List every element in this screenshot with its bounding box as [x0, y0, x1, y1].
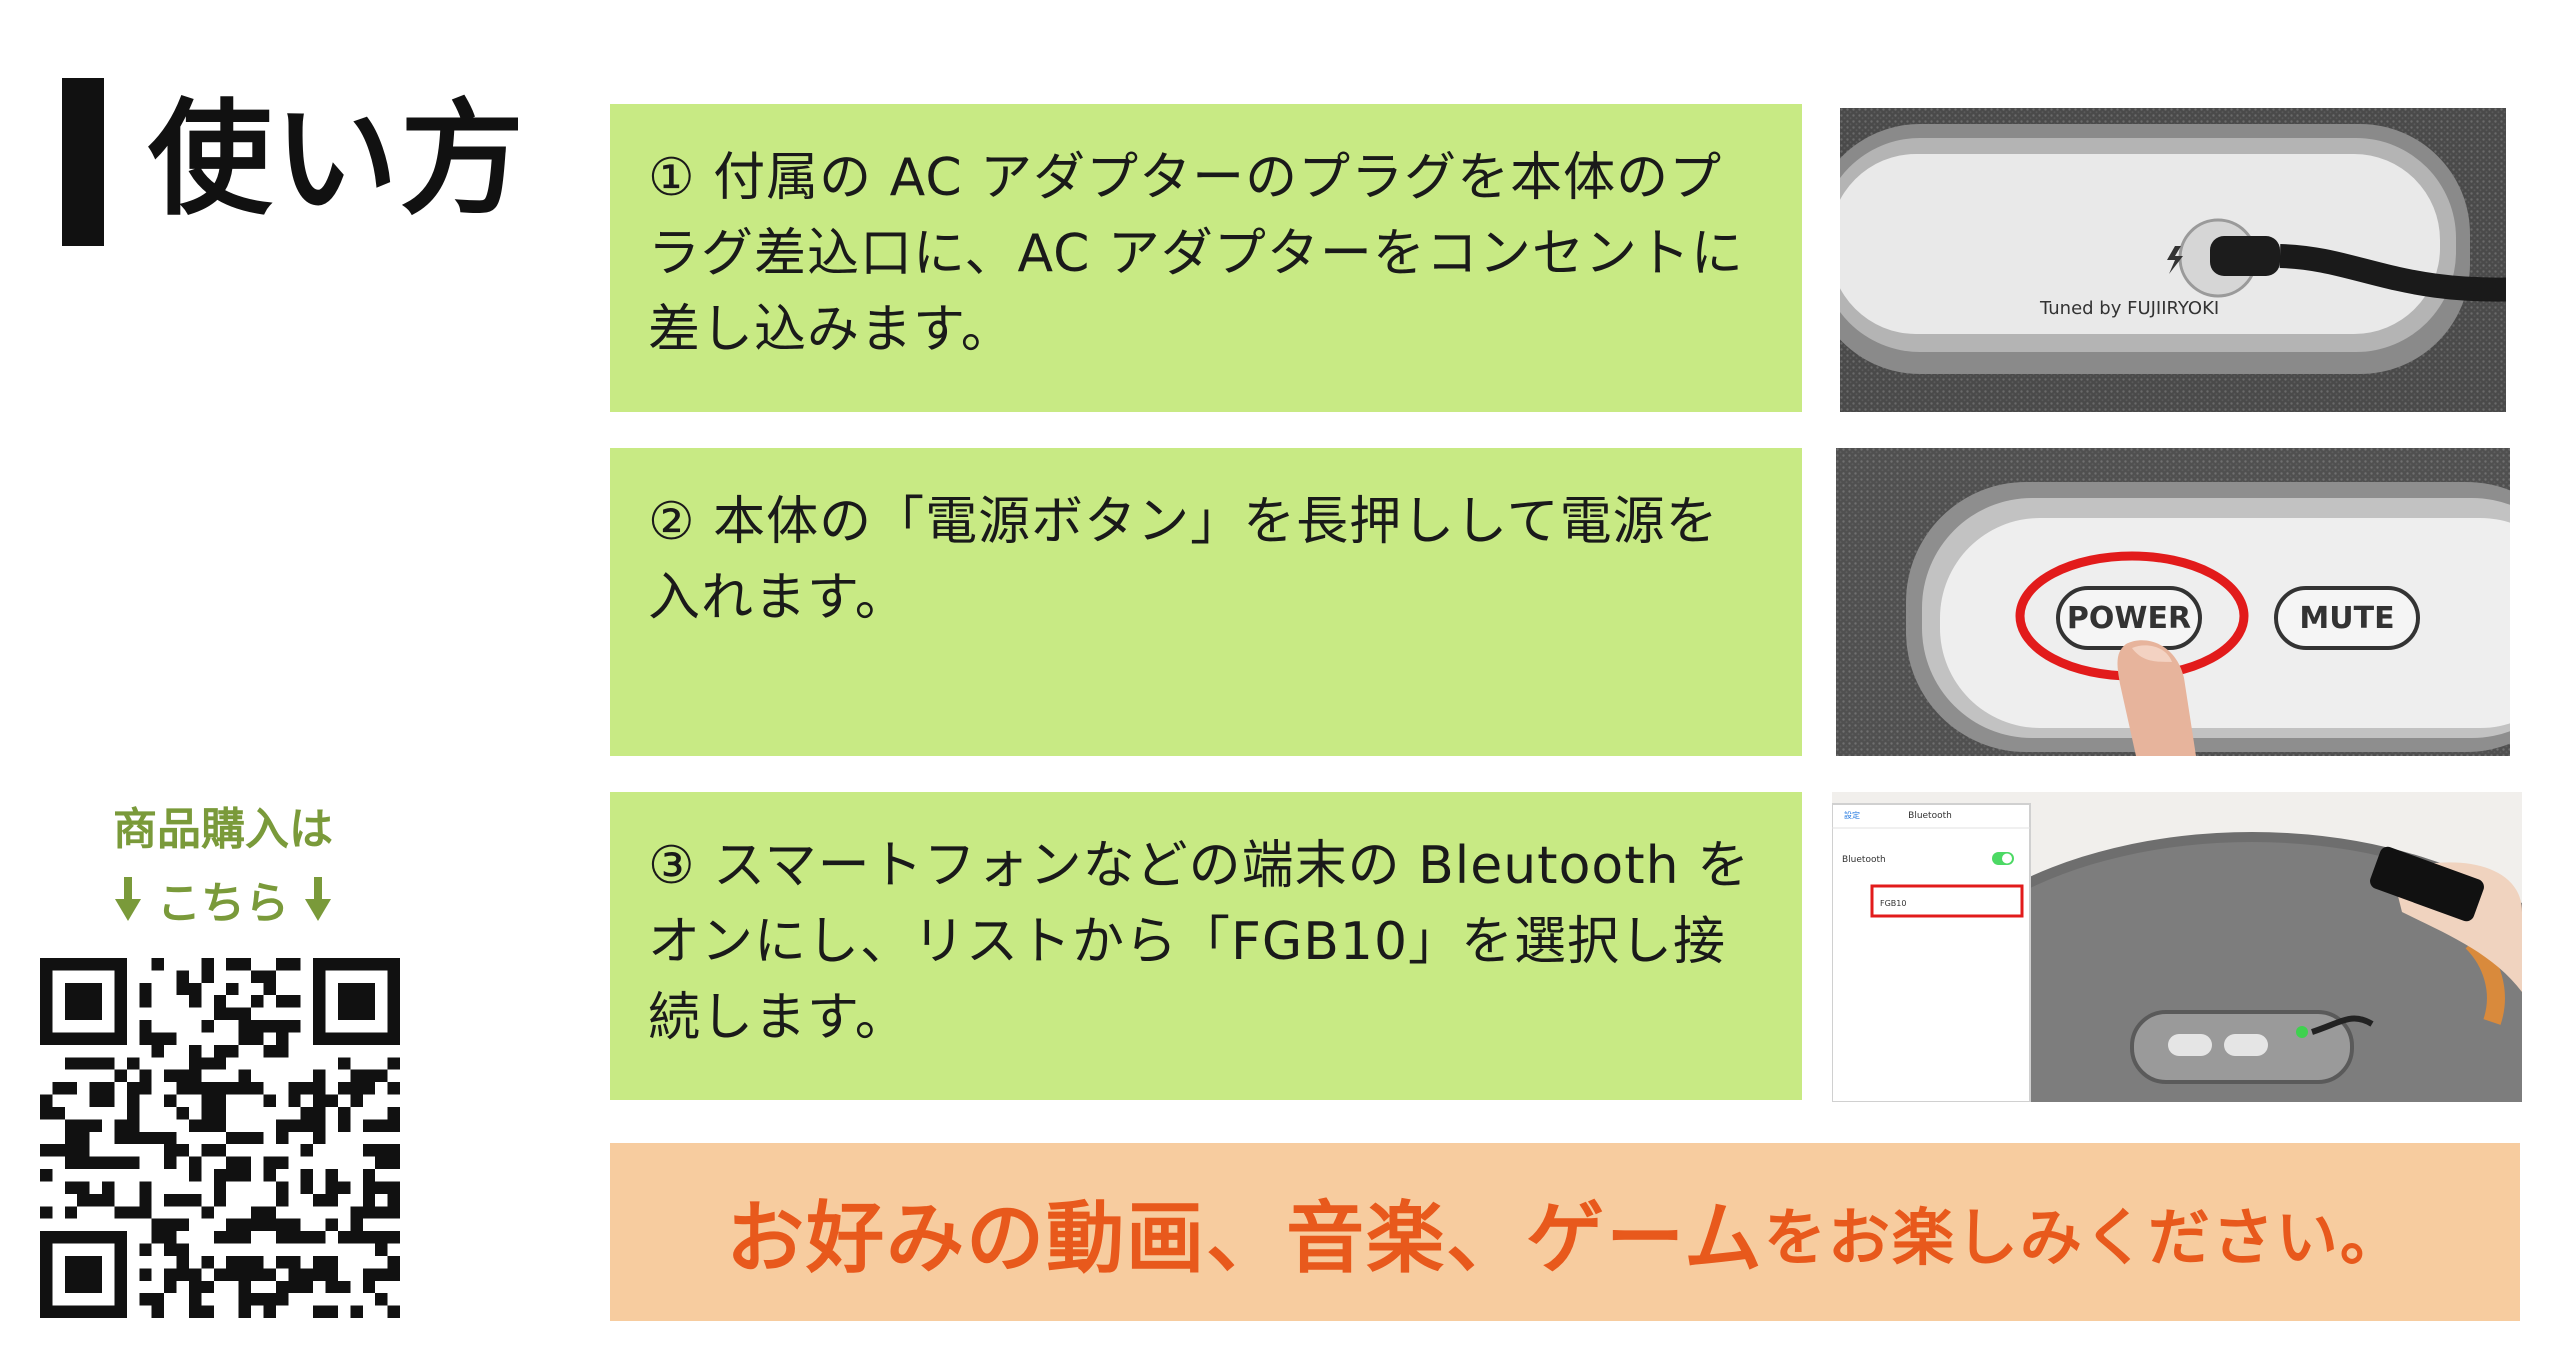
closing-banner: お好みの動画、音楽、ゲームをお楽しみください。	[610, 1143, 2520, 1321]
step-3-text: ③ スマートフォンなどの端末の Bleutooth をオンにし、リストから「FG…	[648, 836, 1751, 1048]
step-3-photo: Bluetooth 設定 Bluetooth FGB10	[1832, 792, 2522, 1102]
adapter-port-illustration: Tuned by FUJIIRYOKI	[1840, 108, 2506, 412]
bluetooth-pairing-illustration: Bluetooth 設定 Bluetooth FGB10	[1832, 792, 2522, 1102]
mute-label: MUTE	[2299, 601, 2394, 636]
step-1-text: ① 付属の AC アダプターのプラグを本体のプラグ差込口に、AC アダプターをコ…	[648, 148, 1744, 360]
purchase-label: 商品購入は	[113, 804, 333, 855]
step-2-text: ② 本体の「電源ボタン」を長押しして電源を入れます。	[648, 492, 1719, 628]
banner-strong-text: お好みの動画、音楽、ゲーム	[726, 1194, 1764, 1284]
phone-bluetooth-row: Bluetooth	[1842, 855, 1886, 865]
step-1-photo: Tuned by FUJIIRYOKI	[1840, 108, 2506, 412]
step-1-box: ① 付属の AC アダプターのプラグを本体のプラグ差込口に、AC アダプターをコ…	[610, 104, 1802, 412]
step-2-box: ② 本体の「電源ボタン」を長押しして電源を入れます。	[610, 448, 1802, 756]
power-button-illustration: POWER MUTE	[1836, 448, 2510, 756]
brand-label: Tuned by FUJIIRYOKI	[2039, 298, 2219, 319]
phone-header: Bluetooth	[1908, 811, 1952, 821]
step-3-box: ③ スマートフォンなどの端末の Bleutooth をオンにし、リストから「FG…	[610, 792, 1802, 1100]
power-label: POWER	[2067, 601, 2191, 636]
arrow-down-icon	[305, 877, 331, 921]
step-2-photo: POWER MUTE	[1836, 448, 2510, 756]
arrow-down-icon	[115, 877, 141, 921]
purchase-here-text: こちら	[157, 878, 289, 929]
phone-device-row: FGB10	[1880, 899, 1906, 908]
banner-soft-text: をお楽しみください。	[1763, 1201, 2404, 1274]
purchase-label-line2: こちら	[88, 864, 358, 934]
phone-back-link: 設定	[1844, 810, 1860, 820]
title-accent-bar	[62, 78, 104, 246]
qr-code-icon	[40, 958, 400, 1318]
qr-code[interactable]	[40, 958, 400, 1318]
page-title: 使い方	[148, 88, 527, 232]
